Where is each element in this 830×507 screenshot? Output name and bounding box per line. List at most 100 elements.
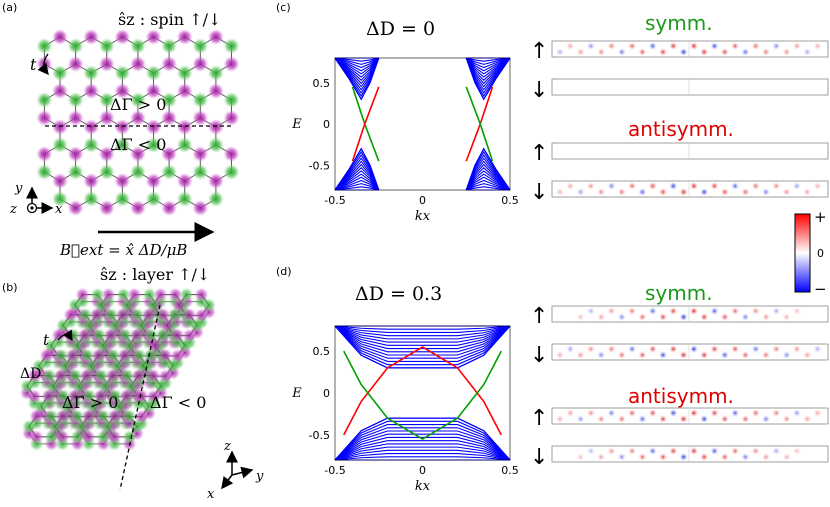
wavefunction-density-dot: [669, 42, 678, 50]
lattice-site: [134, 388, 149, 403]
lattice-site: [141, 399, 156, 414]
region-left-b: ΔΓ > 0: [62, 393, 118, 412]
bulk-band-line: [465, 167, 511, 191]
chart-d-title: ΔD = 0.3: [355, 283, 442, 305]
lattice-site: [223, 38, 240, 54]
lattice-site: [65, 348, 80, 363]
y-tick-label: -0.5: [309, 429, 330, 442]
down-arrow-c1: ↓: [530, 78, 548, 103]
bulk-band-line: [334, 325, 511, 340]
lattice-site: [105, 368, 120, 383]
plot-frame: [334, 325, 511, 461]
wavefunction-density-dot: [792, 447, 801, 455]
bulk-band-line: [334, 325, 511, 337]
bulk-band-line: [334, 449, 511, 461]
lattice-site: [122, 429, 137, 444]
bulk-band-line: [466, 183, 511, 191]
panel-b-title: ŝz : layer ↑/↓: [100, 265, 210, 284]
y-tick-label: -0.5: [309, 159, 330, 172]
lattice-site: [98, 56, 115, 72]
wavefunction-density-dot: [710, 447, 719, 455]
bulk-band-line: [465, 170, 511, 191]
wavefunction-density-dot: [792, 42, 801, 50]
wavefunction-density-dot: [586, 345, 595, 353]
lattice-site: [29, 429, 44, 444]
symm-label-c: symm.: [645, 11, 713, 35]
lattice-site: [161, 164, 178, 180]
lattice-site: [67, 92, 84, 108]
lattice-site: [67, 388, 82, 403]
lattice-site: [114, 173, 131, 189]
wavefunction-density-dot: [628, 409, 637, 417]
bulk-band-line: [334, 179, 380, 191]
wavefunction-density-dot: [720, 453, 729, 461]
lattice-site: [131, 368, 146, 383]
wavefunction-density-dot: [586, 42, 595, 50]
wavefunction-density-dot: [731, 307, 740, 315]
lattice-site: [63, 307, 78, 322]
bulk-band-line: [334, 167, 380, 191]
lattice-site: [207, 119, 224, 135]
colorbar-gradient: [794, 213, 811, 293]
lattice-site: [114, 65, 131, 81]
hop-label-b: t: [43, 331, 50, 349]
lattice-site: [21, 419, 36, 434]
lattice-site: [29, 409, 44, 424]
lattice-site: [52, 137, 68, 153]
bulk-band-line: [466, 186, 511, 191]
wavefunction-density-dot: [720, 48, 729, 56]
bulk-band-line: [465, 163, 511, 191]
lattice-site: [52, 83, 68, 99]
x-tick-label: 0.5: [501, 464, 519, 477]
bulk-band-line: [334, 57, 380, 85]
wavefunction-strip: [551, 142, 829, 160]
panel-b: (b) ŝz : layer ↑/↓ t ΔD ΔΓ > 0 ΔΓ < 0 z …: [2, 265, 264, 502]
band-series-line: [343, 350, 502, 440]
lattice-site: [155, 328, 170, 343]
bulk-band-line: [465, 173, 511, 191]
x-axis-label: kx: [415, 479, 431, 494]
wavefunction-density-dot: [607, 307, 616, 315]
wavefunction-strips-c: [551, 40, 829, 198]
lattice-site: [207, 191, 224, 207]
axis-y-a: y: [14, 181, 23, 196]
bulk-band-line: [334, 325, 511, 333]
bulk-band-line: [334, 325, 511, 330]
region-bottom-a: ΔΓ < 0: [110, 135, 166, 154]
bulk-band-line: [334, 433, 511, 461]
lattice-site: [129, 164, 146, 180]
wavefunction-density-dot: [679, 313, 688, 321]
up-arrow-d1: ↑: [530, 304, 548, 329]
bulk-band-line: [334, 325, 511, 359]
wavefunction-density-dot: [762, 48, 770, 56]
lattice-site: [89, 307, 104, 322]
lattice-site: [161, 92, 178, 108]
wavefunction-density-dot: [669, 409, 678, 417]
wavefunction-density-dot: [607, 409, 616, 417]
lattice-site: [129, 200, 146, 216]
lattice-site: [107, 429, 122, 444]
lattice-site: [189, 318, 204, 333]
lattice-site: [145, 83, 162, 99]
bulk-band-line: [334, 424, 511, 461]
lattice-site: [114, 137, 131, 153]
up-arrow-c2: ↑: [530, 141, 548, 166]
wavefunction-density-dot: [803, 48, 812, 56]
region-top-a: ΔΓ > 0: [110, 95, 166, 114]
wavefunction-density-dot: [679, 188, 688, 196]
wavefunction-density-dot: [648, 409, 657, 417]
wavefunction-density-dot: [751, 447, 760, 455]
wavefunction-density-dot: [689, 447, 698, 455]
lattice-site: [129, 56, 146, 72]
lattice-site: [51, 328, 66, 343]
wavefunction-density-dot: [679, 453, 688, 461]
lattice-site: [73, 419, 88, 434]
lattice-site: [83, 173, 100, 189]
wavefunction-density-dot: [731, 447, 740, 455]
wavefunction-density-dot: [556, 351, 564, 359]
wavefunction-density-dot: [638, 188, 647, 196]
wavefunction-density-dot: [607, 345, 616, 353]
panel-a-title: ŝz : spin ↑/↓: [118, 10, 221, 29]
wavefunction-density-dot: [700, 188, 709, 196]
